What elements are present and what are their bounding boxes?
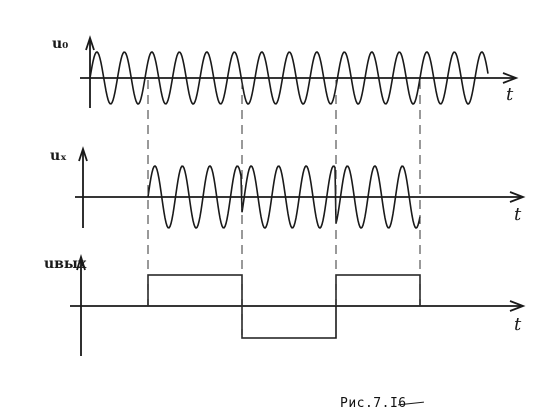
t-axis-2-arrow: [509, 191, 526, 203]
signal-label-ux: uₓ: [50, 148, 67, 164]
output-pulse-train: [147, 274, 421, 339]
y-axis-2-arrow: [78, 146, 88, 162]
panel-reference: u₀ t: [52, 35, 519, 108]
panel-phase-switched: uₓ t: [50, 146, 526, 230]
t-axis-1-arrow: [502, 72, 519, 84]
t-label-2: t: [514, 204, 522, 225]
t-axis-3-arrow: [509, 300, 526, 312]
timing-markers: [147, 80, 421, 338]
figure-caption: Рис.7.I6: [340, 396, 407, 411]
signal-label-u0: u₀: [52, 36, 68, 52]
t-label-1: t: [506, 84, 514, 105]
y-axis-3-arrow: [76, 253, 86, 271]
reference-wave: [89, 51, 489, 105]
phase-switched-wave: [147, 164, 421, 230]
t-label-3: t: [514, 314, 522, 335]
y-axis-1-arrow: [85, 35, 95, 51]
signal-label-uout: uвых: [44, 256, 87, 272]
panel-output: uвых t: [44, 253, 526, 356]
